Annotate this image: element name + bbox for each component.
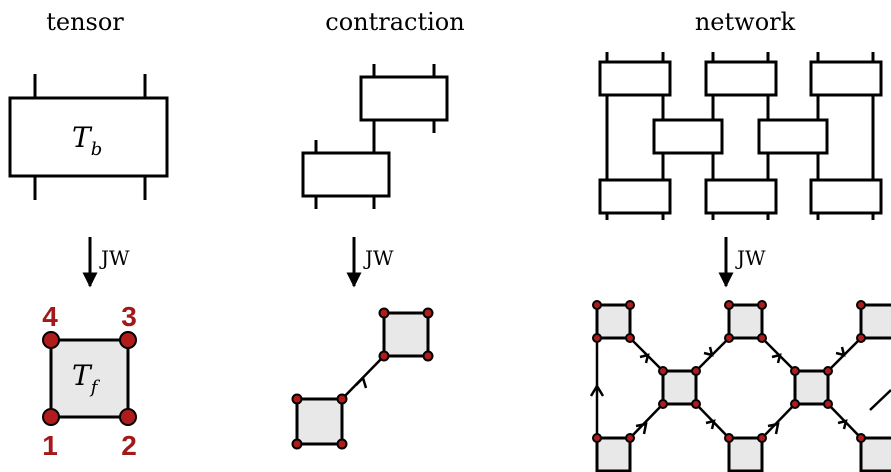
jw-arrow-network: JW [718,237,766,288]
corner-dot-1 [42,408,60,426]
jw-label-tensor: JW [99,246,130,270]
tensor-title: tensor [46,8,124,36]
fermion-label: T [72,359,93,392]
jw-label-network: JW [735,246,766,270]
corner-number-2: 2 [121,430,137,461]
jw-label-contraction: JW [363,246,394,270]
boson-label: T [72,121,93,154]
fermionic-contraction [291,307,434,450]
jw-arrow-contraction: JW [346,237,394,288]
corner-dot-4 [42,331,60,349]
bosonic-network [598,52,883,220]
corner-number-4: 4 [42,301,58,332]
corner-number-3: 3 [121,301,137,332]
fermionic-tensor: Tf 4 3 1 2 [42,301,137,461]
corner-number-1: 1 [42,430,58,461]
corner-dot-3 [119,331,137,349]
corner-dot-2 [119,408,137,426]
jw-arrow-tensor: JW [82,237,130,288]
svg-text:Tb: Tb [72,121,102,160]
fermionic-network [589,300,891,472]
network-title: network [695,8,796,36]
contraction-title: contraction [325,8,464,36]
bosonic-contraction [301,64,449,209]
bosonic-tensor: Tb [8,74,169,200]
boson-subscript: b [91,139,103,160]
